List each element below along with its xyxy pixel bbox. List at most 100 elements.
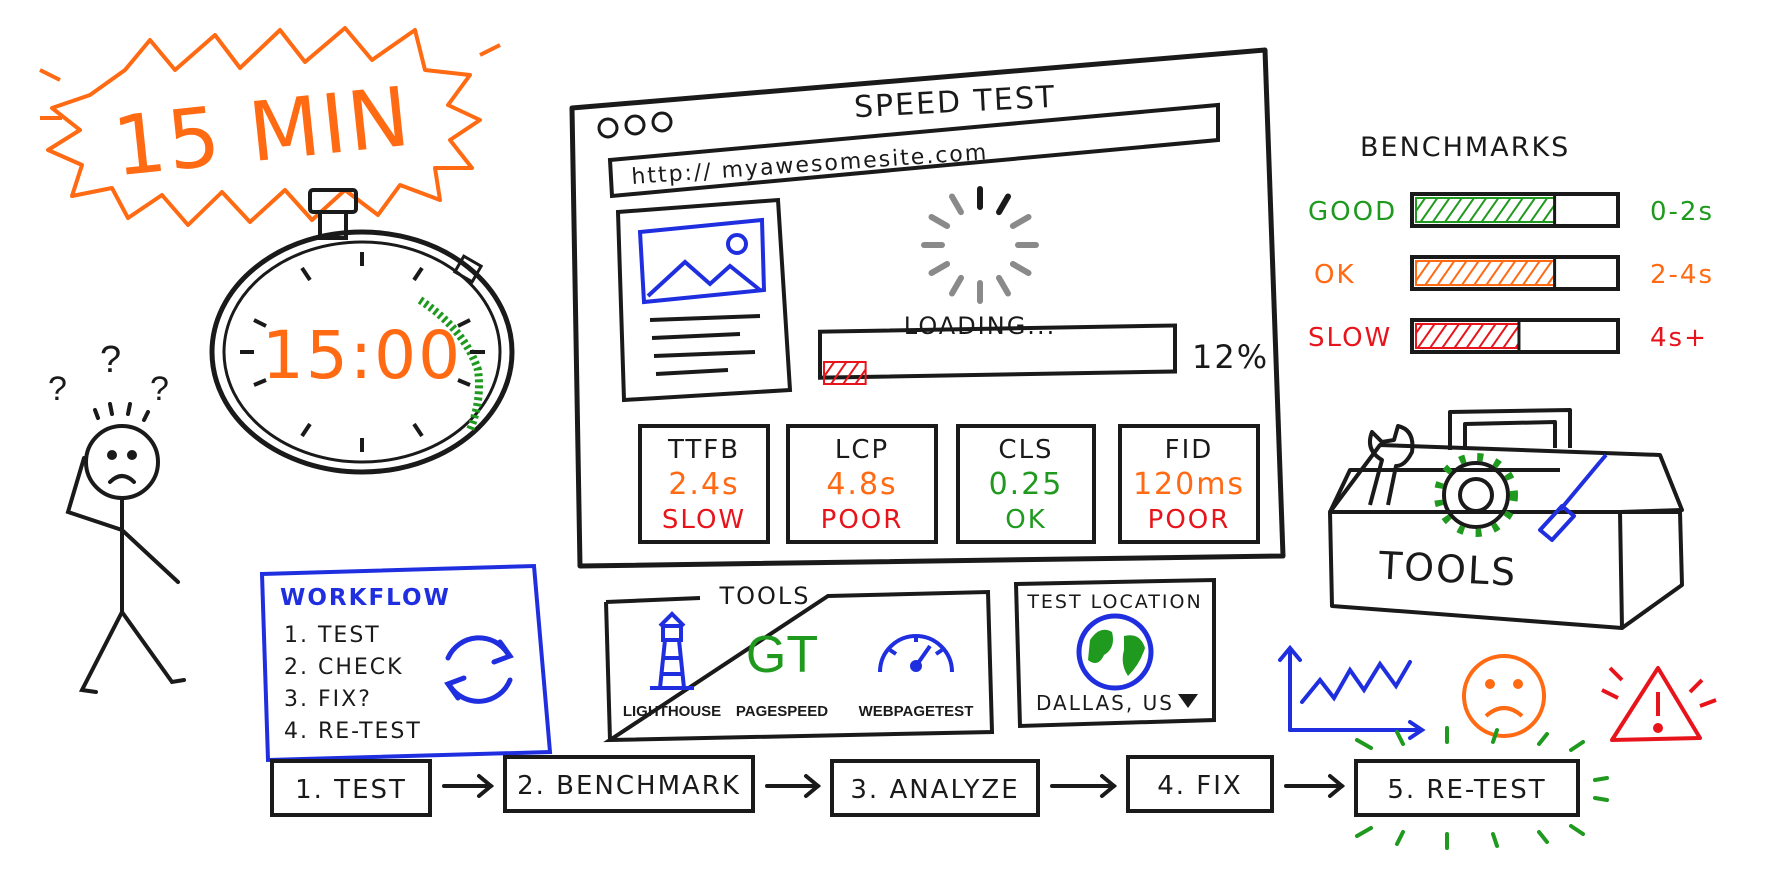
workflow-step: 3. FIX?	[284, 687, 372, 712]
tool-webpagetest[interactable]: WEBPAGETEST	[859, 634, 974, 720]
speedometer-icon	[878, 634, 954, 673]
stopwatch: 15:00	[209, 188, 515, 475]
metric-name: CLS	[998, 435, 1053, 465]
metric-name: LCP	[835, 435, 889, 465]
stopwatch-stem	[318, 210, 348, 240]
process-flow: 1. TEST 2. BENCHMARK 3. ANALYZE 4. FIX 5. RE…	[270, 726, 1609, 850]
window-control-icon[interactable]	[597, 117, 619, 139]
speed-test-window: SPEED TEST http:// myawesomesite.com LOA…	[569, 47, 1286, 569]
screwdriver-icon	[1538, 453, 1608, 542]
warning-icon	[1601, 666, 1717, 742]
loading-text: LOADING...	[904, 312, 1056, 340]
progress-fill	[823, 361, 867, 385]
benchmark-row-slow: SLOW 4s+	[1308, 318, 1708, 354]
tool-label: WEBPAGETEST	[859, 703, 974, 720]
page-thumbnail	[615, 197, 793, 403]
metric-name: FID	[1165, 435, 1214, 465]
spark-line	[39, 68, 61, 82]
toolbox-label: TOOLS	[1377, 543, 1518, 594]
process-step-3: 3. ANALYZE	[830, 759, 1040, 817]
stopwatch-inner-ring	[222, 240, 502, 464]
process-step-label: 1. TEST	[295, 775, 407, 805]
arrow-right-icon	[765, 774, 822, 798]
window-control-icon[interactable]	[651, 111, 673, 133]
spinner-segment	[928, 214, 951, 229]
metric-status: SLOW	[662, 505, 746, 535]
process-step-label: 3. ANALYZE	[850, 775, 1019, 805]
metric-name: TTFB	[667, 435, 740, 465]
tool-label: LIGHTHOUSE	[623, 703, 721, 720]
globe-icon	[1076, 613, 1154, 691]
tools-panel-title: TOOLS	[718, 582, 810, 610]
window-control-icon[interactable]	[624, 114, 646, 136]
gear-icon	[1434, 453, 1518, 537]
process-step-5: 5. RE-TEST	[1354, 759, 1580, 817]
process-step-2: 2. BENCHMARK	[503, 755, 755, 813]
stopwatch-outer-ring	[209, 229, 515, 475]
url-bar[interactable]	[607, 102, 1220, 199]
benchmarks-title: BENCHMARKS	[1360, 132, 1570, 163]
process-step-4: 4. FIX	[1126, 755, 1274, 813]
benchmark-range: 0-2s	[1650, 197, 1714, 227]
sad-face-icon	[1462, 654, 1546, 738]
spinner-segment	[996, 274, 1011, 297]
confused-person: ? ? ?	[48, 339, 186, 694]
stopwatch-ticks	[240, 252, 485, 452]
question-mark-icon: ?	[100, 339, 121, 381]
location-select[interactable]: DALLAS, US	[1036, 691, 1174, 715]
benchmark-label: SLOW	[1308, 323, 1392, 353]
tool-lighthouse[interactable]: LIGHTHOUSE	[623, 611, 721, 720]
workflow-step: 4. RE-TEST	[284, 719, 422, 744]
benchmark-row-good: GOOD 0-2s	[1308, 192, 1714, 228]
stopwatch-time: 15:00	[262, 317, 462, 394]
metric-status: POOR	[821, 505, 904, 535]
benchmark-bar-track	[1410, 192, 1620, 228]
trend-chart-icon	[1278, 644, 1426, 740]
image-placeholder-icon	[637, 217, 767, 305]
progress-track	[818, 323, 1177, 380]
highlight-marks	[1355, 726, 1609, 850]
elapsed-arc	[417, 296, 483, 432]
benchmark-range: 4s+	[1650, 323, 1708, 353]
spinner-segment	[949, 193, 964, 216]
benchmark-bar-track	[1410, 255, 1620, 291]
process-step-label: 4. FIX	[1157, 771, 1243, 801]
window-title: SPEED TEST	[853, 80, 1057, 126]
spinner-segment	[996, 193, 1011, 216]
spinner-segment	[1009, 214, 1032, 229]
tool-label: PAGESPEED	[736, 703, 828, 720]
metric-value: 0.25	[989, 467, 1064, 502]
metric-status: OK	[1005, 505, 1047, 535]
loading-spinner-icon	[921, 186, 1039, 304]
workflow-step: 1. TEST	[284, 623, 381, 648]
spinner-segment	[928, 261, 951, 276]
question-mark-icon: ?	[48, 370, 67, 408]
benchmark-range: 2-4s	[1650, 260, 1714, 290]
benchmark-bar-track	[1410, 318, 1620, 354]
test-location-panel: TEST LOCATION DALLAS, US	[1013, 577, 1216, 729]
time-banner: 15 MIN	[39, 26, 501, 227]
benchmark-label: GOOD	[1308, 197, 1397, 227]
workflow-step: 2. CHECK	[284, 655, 404, 680]
gt-logo: GT	[746, 626, 818, 684]
window-frame	[569, 47, 1286, 569]
spark-line	[479, 43, 501, 57]
benchmark-bar-fill	[1415, 197, 1556, 223]
benchmark-bar-fill	[1415, 260, 1556, 286]
tools-panel: TOOLS LIGHTHOUSE GT PAGESPEED WEBPAGETEST	[603, 582, 995, 743]
tool-pagespeed[interactable]: GT PAGESPEED	[736, 626, 828, 720]
metric-status: POOR	[1148, 505, 1231, 535]
progress-percent: 12%	[1192, 338, 1269, 376]
url-text: http:// myawesomesite.com	[631, 140, 989, 190]
chevron-down-icon[interactable]	[1178, 694, 1198, 708]
process-step-label: 5. RE-TEST	[1387, 775, 1546, 805]
metric-value: 4.8s	[826, 467, 897, 502]
